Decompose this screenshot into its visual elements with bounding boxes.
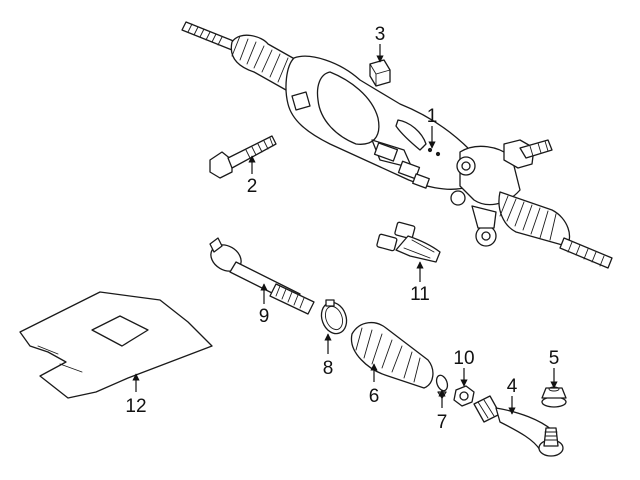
hex-nut bbox=[453, 385, 475, 407]
callout-4: 4 bbox=[507, 376, 518, 397]
callout-5: 5 bbox=[549, 348, 560, 369]
callout-1: 1 bbox=[427, 106, 438, 127]
right-rack-end bbox=[559, 237, 613, 269]
left-rack-end bbox=[181, 21, 237, 51]
clip-part bbox=[369, 59, 391, 87]
outer-tie-rod-end bbox=[473, 395, 564, 457]
bolt-part bbox=[209, 135, 277, 179]
steering-gear-assembly bbox=[181, 21, 613, 269]
boot-part bbox=[350, 322, 434, 389]
callout-9: 9 bbox=[259, 306, 270, 327]
callout-7: 7 bbox=[437, 412, 448, 433]
pinion-housing bbox=[450, 139, 553, 247]
callout-8: 8 bbox=[323, 358, 334, 379]
callout-12: 12 bbox=[125, 396, 146, 417]
clamp-ring bbox=[320, 299, 348, 335]
inner-tie-rod bbox=[209, 237, 315, 315]
callout-3: 3 bbox=[375, 24, 386, 45]
callout-6: 6 bbox=[369, 386, 380, 407]
leader-lines bbox=[132, 44, 558, 415]
rack-housing bbox=[285, 55, 471, 190]
callout-2: 2 bbox=[247, 176, 258, 197]
shield-plate bbox=[19, 291, 213, 399]
callouts: 1 2 3 4 5 6 7 8 9 10 11 12 bbox=[125, 24, 559, 433]
callout-11: 11 bbox=[410, 284, 430, 305]
callout-10: 10 bbox=[453, 348, 474, 369]
wiring-harness bbox=[376, 221, 441, 263]
right-bellows bbox=[498, 191, 571, 247]
flange-nut bbox=[541, 386, 567, 408]
